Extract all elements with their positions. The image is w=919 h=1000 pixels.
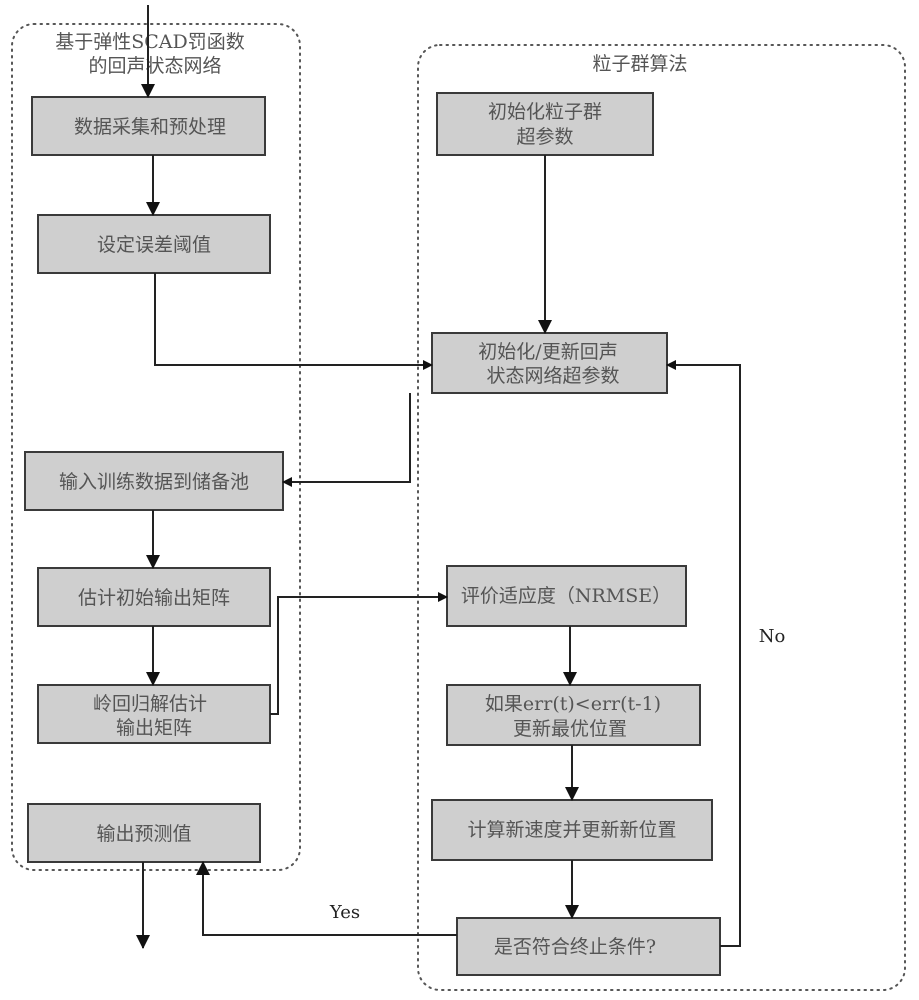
step-input-reservoir: 输入训练数据到储备池	[24, 451, 284, 511]
step-label: 岭回归解估计	[93, 693, 207, 715]
edge-label-yes: Yes	[329, 902, 360, 923]
arrow-yes-to-output	[196, 861, 457, 936]
pso-group-container	[417, 44, 906, 991]
step-label: 估计初始输出矩阵	[78, 587, 230, 609]
edge-label-no: No	[759, 626, 786, 647]
arrow-no-loop	[666, 360, 741, 947]
step-label: 评价适应度（NRMSE）	[461, 585, 671, 607]
step-output-prediction: 输出预测值	[27, 803, 261, 863]
esn-group-title-line1: 基于弹性SCAD罚函数	[55, 31, 245, 53]
step-label: 数据采集和预处理	[74, 116, 226, 138]
step-ridge-regression: 岭回归解估计 输出矩阵	[37, 684, 271, 744]
step-label: 是否符合终止条件?	[494, 936, 656, 958]
step-label: 如果err(t)<err(t-1)	[485, 693, 661, 715]
step-update-esn-params: 初始化/更新回声 状态网络超参数	[431, 332, 668, 394]
arrow-esn-params-to-reservoir	[282, 393, 411, 487]
step-new-velocity: 计算新速度并更新新位置	[431, 799, 713, 861]
esn-group-container	[11, 23, 301, 871]
arrow-ridge-to-fitness	[270, 592, 448, 715]
esn-group-title-line2: 的回声状态网络	[88, 55, 221, 77]
step-init-pso: 初始化粒子群 超参数	[436, 92, 654, 156]
step-termination-check: 是否符合终止条件?	[456, 917, 721, 976]
arrow-threshold-to-esn-params	[154, 273, 433, 370]
step-label: 更新最优位置	[513, 718, 627, 740]
pso-group-title: 粒子群算法	[592, 53, 687, 75]
step-update-best: 如果err(t)<err(t-1) 更新最优位置	[446, 684, 701, 746]
step-estimate-initial-matrix: 估计初始输出矩阵	[37, 567, 271, 627]
step-label: 设定误差阈值	[97, 234, 211, 256]
step-data-collection: 数据采集和预处理	[31, 96, 266, 156]
step-label: 状态网络超参数	[486, 365, 619, 387]
step-label: 初始化粒子群	[488, 101, 602, 123]
step-label: 输出矩阵	[116, 717, 192, 739]
step-label: 超参数	[516, 126, 573, 148]
step-set-threshold: 设定误差阈值	[37, 214, 271, 274]
step-label: 计算新速度并更新新位置	[467, 819, 676, 841]
step-label: 输出预测值	[96, 823, 191, 845]
step-label: 输入训练数据到储备池	[59, 471, 249, 493]
step-evaluate-fitness: 评价适应度（NRMSE）	[446, 565, 687, 627]
step-label: 初始化/更新回声	[478, 341, 617, 363]
